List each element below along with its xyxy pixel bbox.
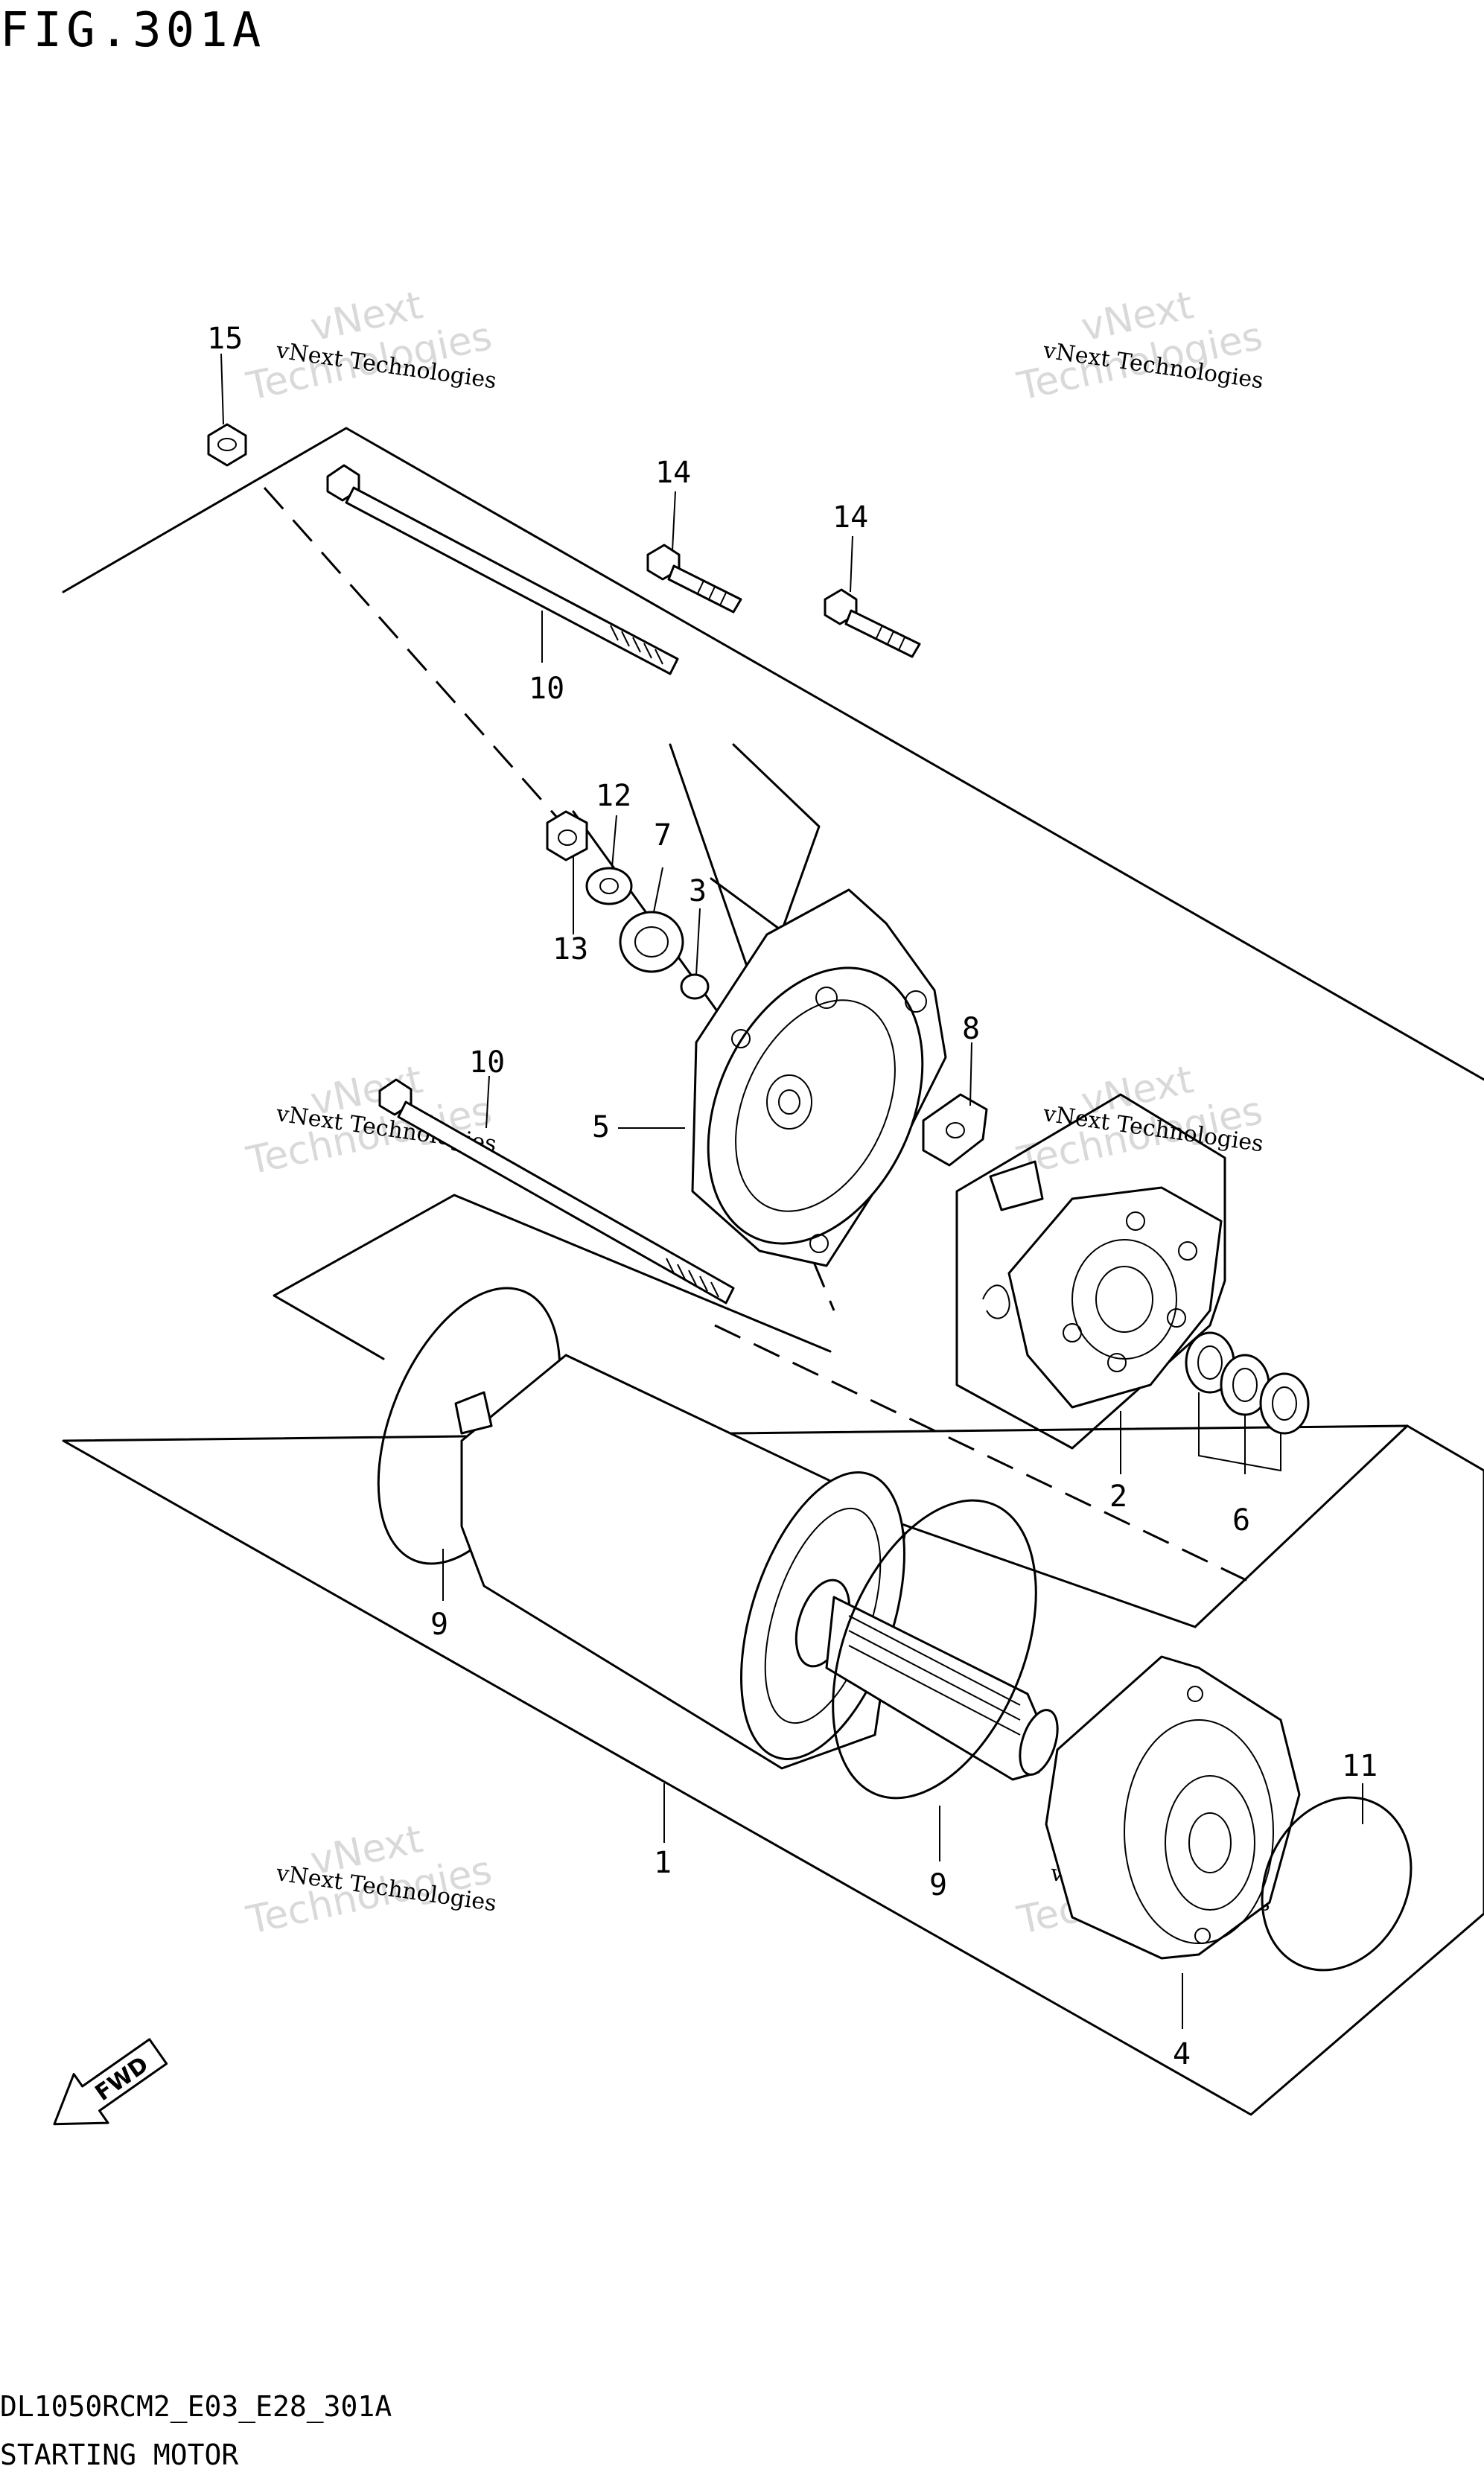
bolt-14-right [824,588,921,658]
end-cover-5 [691,888,947,1267]
through-bolt-10-mid [378,1078,735,1305]
brush-holder-2 [982,1160,1223,1409]
callout-13: 13 [552,932,588,966]
nut-15 [207,423,247,467]
motor-yoke-1 [454,1354,1059,1781]
callout-3: 3 [689,874,707,908]
callout-11: 11 [1342,1749,1378,1783]
callout-7: 7 [654,818,672,853]
leader-lines [220,353,1363,2029]
callout-9b: 9 [929,1868,947,1902]
callout-15: 15 [207,322,243,356]
callout-12: 12 [596,779,631,813]
seal-7 [619,911,684,973]
diagram-caption: STARTING MOTOR [0,2438,238,2471]
callout-10a: 10 [529,672,564,706]
callout-6: 6 [1232,1503,1250,1538]
callout-4: 4 [1173,2037,1191,2071]
nut-13 [546,810,588,861]
callout-14b: 14 [832,500,868,535]
armature-frame [273,1194,1409,1628]
outer-frame [62,427,1484,2116]
callout-9a: 9 [430,1608,448,1642]
callout-1: 1 [654,1846,672,1880]
figure-title: FIG.301A [0,3,265,58]
callout-14a: 14 [655,456,691,490]
washer-12 [585,867,633,905]
fwd-arrow: FWD [53,2038,168,2126]
model-code: DL1050RCM2_E03_E28_301A [0,2390,392,2424]
callout-5: 5 [592,1110,610,1144]
o-ring-11 [1261,1796,1413,1972]
end-cover-4 [1045,1655,1301,1960]
callout-2: 2 [1109,1479,1127,1514]
through-bolt-10-top [326,464,679,675]
washers-6 [1185,1331,1310,1435]
callouts: 15 14 14 10 12 7 3 13 8 10 5 2 6 9 11 9 … [207,322,1378,2071]
plate-8 [922,1093,988,1167]
callout-8: 8 [962,1012,980,1046]
callout-10b: 10 [469,1045,505,1080]
o-ring-9-right [832,1499,1037,1800]
o-ring-3 [680,973,710,1000]
brush-group-frame [955,1093,1226,1450]
bolt-14-left [646,544,742,614]
